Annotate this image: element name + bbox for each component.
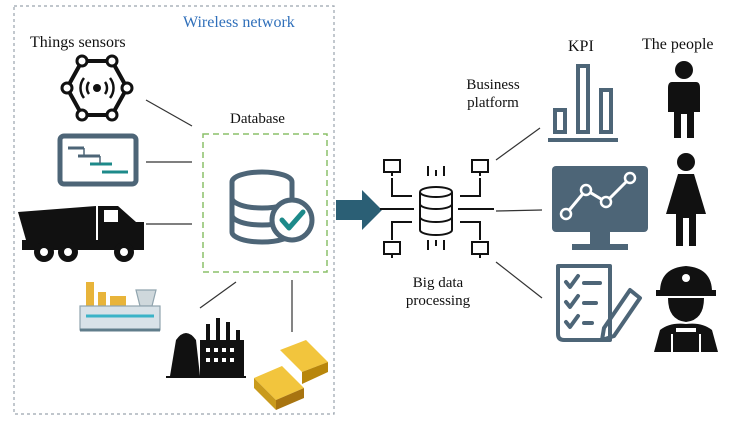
big-data-line2: processing	[405, 293, 471, 309]
the-people-label: The people	[642, 36, 714, 53]
factory-icon	[79, 282, 161, 332]
wireless-network-region	[13, 5, 335, 415]
big-data-processing-label: Big data processing	[398, 274, 478, 310]
gold-bars-icon	[254, 340, 328, 410]
business-platform-line2: platform	[467, 95, 519, 111]
big-data-line1: Big data	[412, 275, 464, 291]
database-box	[202, 133, 328, 273]
connector-bigdata-checklist	[495, 261, 543, 299]
dump-truck-icon	[18, 206, 144, 262]
database-check-icon	[229, 169, 315, 245]
connector-factory-db	[199, 281, 237, 309]
database-label: Database	[230, 111, 285, 127]
man-icon	[668, 61, 700, 138]
business-platform-label: Business platform	[458, 76, 528, 112]
wireless-network-label: Wireless network	[183, 14, 295, 31]
bar-chart-icon	[548, 64, 618, 142]
business-platform-line1: Business	[466, 77, 520, 93]
big-data-icon	[380, 159, 494, 258]
gantt-monitor-icon	[57, 133, 139, 187]
line-chart-monitor-icon	[552, 166, 648, 250]
checklist-icon	[556, 264, 642, 342]
power-plant-icon	[166, 318, 246, 378]
connector-bigdata-monitor	[495, 209, 543, 212]
things-sensors-label: Things sensors	[30, 34, 126, 51]
iot-network-icon	[60, 54, 134, 122]
kpi-label: KPI	[568, 38, 594, 55]
connector-sensors-db	[145, 99, 193, 127]
connector-lines	[145, 99, 543, 332]
woman-icon	[666, 153, 706, 246]
connector-bigdata-kpi	[495, 127, 541, 161]
worker-icon	[654, 266, 718, 352]
flow-arrow	[336, 190, 382, 230]
